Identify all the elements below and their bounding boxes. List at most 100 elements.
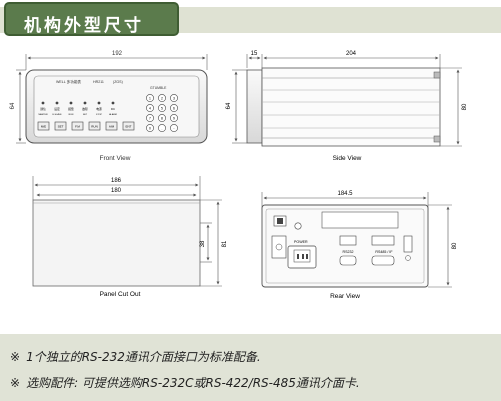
- keypad-label: 4: [149, 106, 151, 110]
- front-button: [105, 121, 118, 131]
- panel-cutout-caption: Panel Cut Out: [100, 291, 141, 298]
- led-indicator: [41, 101, 45, 105]
- front-height-dim: 64: [10, 102, 16, 109]
- keypad-label: 9: [173, 116, 175, 120]
- front-button: [88, 121, 101, 131]
- rear-screw: [294, 222, 302, 230]
- side-front-dim: 15: [251, 51, 258, 57]
- keypad-label: -: [173, 126, 174, 130]
- front-view-caption: Front View: [100, 155, 131, 162]
- note-text: 选购配件: 可提供选购RS-232C或RS-422/RS-485通讯介面卡.: [26, 376, 360, 390]
- rear-slot: [321, 211, 399, 229]
- led-sublabel: RUN: [69, 114, 74, 116]
- note-item: ※ 1个独立的RS-232通讯介面接口为标准配备.: [10, 348, 261, 365]
- note-text: 1个独立的RS-232通讯介面接口为标准配备.: [26, 350, 261, 364]
- keypad-key: [146, 124, 154, 132]
- front-button: [71, 121, 84, 131]
- led-indicator: [97, 101, 101, 105]
- front-button: [37, 121, 50, 131]
- rs232-connector: [339, 235, 357, 246]
- rear-width-dim: 184.5: [337, 191, 353, 197]
- side-depth-dim: 204: [346, 51, 357, 57]
- led-indicator: [69, 101, 73, 105]
- rear-fuse: [271, 235, 287, 259]
- keypad-label: 8: [161, 116, 163, 120]
- note-symbol: ※: [10, 376, 21, 390]
- led-indicator: [111, 101, 115, 105]
- model-box-text: (ZGS): [113, 80, 123, 84]
- keypad-key: [146, 104, 154, 112]
- led-row: 通信 设定 报警 故障 电源 DC MASTER E-SLAVE RUN SET…: [38, 101, 117, 116]
- keypad-key: [170, 94, 178, 102]
- keypad-label: .: [162, 126, 163, 130]
- brand-text: WELL 多功能表: [56, 79, 81, 84]
- keypad-key: [158, 124, 166, 132]
- keypad-key: [146, 114, 154, 122]
- led-label: DC: [111, 107, 115, 111]
- keypad-key: [158, 94, 166, 102]
- button-label: F.M: [75, 125, 80, 129]
- keypad-label: 0: [149, 126, 151, 130]
- led-label: 报警: [68, 107, 74, 111]
- note-symbol: ※: [10, 350, 21, 364]
- led-label: 电源: [96, 107, 102, 111]
- keypad-label: 6: [173, 106, 175, 110]
- keypad-label: 2: [161, 96, 163, 100]
- led-sublabel: STOP: [96, 114, 102, 116]
- model-text: HR211: [93, 80, 104, 84]
- notes-box: ※ 1个独立的RS-232通讯介面接口为标准配备. ※ 选购配件: 可提供选购RS-…: [0, 334, 501, 401]
- rs232-port: [339, 255, 357, 266]
- section-title: 机构外型尺寸: [24, 16, 144, 36]
- rear-view: 184.5 POWER RS232 RS485 / IF 80 Rear Vie: [261, 191, 458, 300]
- front-button: [54, 121, 67, 131]
- led-sublabel: ALARM: [109, 113, 117, 116]
- side-clip: [433, 135, 441, 143]
- rear-terminal: [403, 235, 413, 253]
- led-label: 故障: [82, 107, 88, 111]
- note-item: ※ 选购配件: 可提供选购RS-232C或RS-422/RS-485通讯介面卡.: [10, 374, 360, 391]
- side-view-caption: Side View: [333, 155, 362, 162]
- cutout-inner-dim: 180: [111, 188, 122, 194]
- side-clip: [433, 71, 441, 79]
- cutout-outer-dim: 186: [111, 178, 122, 184]
- keypad-label: 5: [161, 106, 163, 110]
- led-label: 通信: [40, 107, 46, 111]
- cutout-inner-height-dim: 38: [200, 240, 206, 247]
- cutout-panel: [32, 199, 201, 287]
- button-label: RUN: [91, 125, 98, 129]
- keypad-key: [158, 114, 166, 122]
- side-body: [261, 67, 441, 147]
- section-header: 机构外型尺寸: [0, 0, 501, 40]
- rear-power-label: POWER: [294, 240, 308, 244]
- keypad-key: [170, 114, 178, 122]
- panel-cutout: 186 180 38 81 Panel Cut Out: [32, 176, 228, 298]
- rear-switch-knob: [277, 218, 283, 224]
- rear-height-dim: 80: [452, 242, 458, 249]
- led-sublabel: E-SLAVE: [52, 113, 62, 116]
- front-button: [122, 121, 135, 131]
- keypad-key: [146, 94, 154, 102]
- cutout-outer-height-dim: 81: [222, 240, 228, 247]
- led-sublabel: SET: [83, 114, 88, 116]
- keypad-key: [158, 104, 166, 112]
- keypad-label: 1: [149, 96, 151, 100]
- function-buttons: M/E SET F.M RUN A/M ENT: [37, 121, 135, 131]
- side-right-height-dim: 80: [462, 103, 468, 110]
- side-bezel: [246, 69, 263, 144]
- front-width-dim: 192: [112, 51, 123, 57]
- rs485-connector: [371, 235, 395, 246]
- rear-view-caption: Rear View: [330, 293, 360, 300]
- button-label: ENT: [126, 125, 132, 129]
- keypad-key: [170, 124, 178, 132]
- led-sublabel: MASTER: [38, 113, 48, 116]
- side-left-height-dim: 64: [226, 102, 232, 109]
- button-label: SET: [58, 125, 64, 129]
- dimension-drawing: 192 64 WELL 多功能表 HR211 (ZGS) GTUMBLE 通信 …: [10, 51, 468, 300]
- rear-rs485-label: RS485 / IF: [375, 250, 393, 254]
- button-label: A/M: [109, 125, 115, 129]
- tumble-text: GTUMBLE: [150, 86, 167, 90]
- button-label: M/E: [41, 125, 46, 129]
- header-tab: 机构外型尺寸: [4, 2, 179, 36]
- keypad: 1 2 3 4 5 6 7 8 9 0 . -: [146, 94, 178, 132]
- front-view: 192 64 WELL 多功能表 HR211 (ZGS) GTUMBLE 通信 …: [10, 51, 208, 162]
